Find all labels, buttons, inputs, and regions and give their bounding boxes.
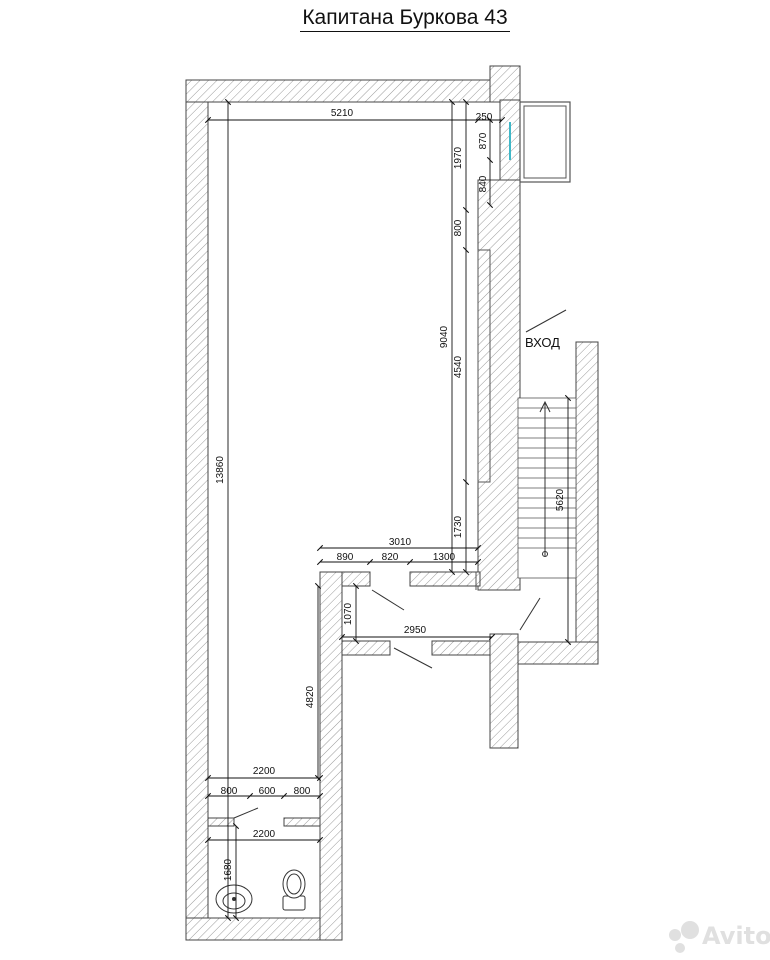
wall-corridor-bottom-a: [341, 640, 391, 656]
wall-stair-bottom: [517, 641, 599, 665]
window-box: [509, 101, 571, 183]
dim-window-width: 250: [476, 112, 493, 123]
watermark: Avito: [669, 921, 770, 953]
dim-right-total: 9040: [439, 325, 450, 348]
dim-lower-width: 2200: [253, 766, 276, 777]
dim-right-1730: 1730: [453, 515, 464, 538]
entrance-label: ВХОД: [525, 335, 560, 350]
dim-bath-height: 1680: [223, 858, 234, 881]
dim-corridor-height: 1070: [343, 602, 354, 625]
watermark-text: Avito: [702, 922, 770, 950]
wall-stub-b: [409, 571, 481, 587]
dim-left-height: 13860: [215, 456, 226, 484]
dim-door-seg-left: 800: [221, 786, 238, 797]
dim-seg-890: 890: [337, 552, 354, 563]
dim-lower-height: 4820: [305, 685, 316, 708]
sink-icon: [215, 884, 253, 914]
dim-corridor-width: 3010: [389, 537, 412, 548]
walls: [185, 65, 599, 941]
partitions: [475, 249, 491, 590]
dim-corridor-length: 2950: [404, 625, 427, 636]
dimension-lines: [204, 98, 572, 922]
wall-top: [185, 79, 493, 103]
wall-corridor-bottom-b: [431, 640, 493, 656]
wall-left: [185, 79, 209, 941]
wall-bath-right: [283, 817, 321, 827]
dim-right-4540: 4540: [453, 355, 464, 378]
dim-door-seg-right: 800: [294, 786, 311, 797]
dimension-labels: 5210 250 1970 870 840 800 9040 4540 1730…: [215, 108, 566, 881]
dim-window-height: 870: [478, 132, 489, 149]
wall-col-right: [489, 633, 519, 749]
dim-right-top: 1970: [453, 146, 464, 169]
door-swings: [233, 309, 567, 819]
wall-bath-left: [207, 817, 235, 827]
toilet-icon: [282, 869, 306, 911]
dim-right-800: 800: [453, 219, 464, 236]
dim-right-840: 840: [478, 175, 489, 192]
wall-stub-a: [341, 571, 371, 587]
wall-lower-right: [319, 571, 343, 941]
title-text: Капитана Буркова 43: [300, 6, 510, 32]
dim-seg-820: 820: [382, 552, 399, 563]
dim-bath-width: 2200: [253, 829, 276, 840]
wall-bottom: [185, 917, 343, 941]
wall-right-upper: [477, 179, 521, 591]
dim-stair-length: 5620: [555, 488, 566, 511]
dim-top-width: 5210: [331, 108, 354, 119]
wall-stair-right: [575, 341, 599, 665]
dim-seg-1300: 1300: [433, 552, 456, 563]
dim-door-seg-mid: 600: [259, 786, 276, 797]
staircase: [517, 397, 577, 579]
stair-arrow-icon: [539, 400, 551, 557]
plan-title: Капитана Буркова 43: [0, 6, 770, 32]
wall-top-right-stub: [489, 65, 521, 103]
